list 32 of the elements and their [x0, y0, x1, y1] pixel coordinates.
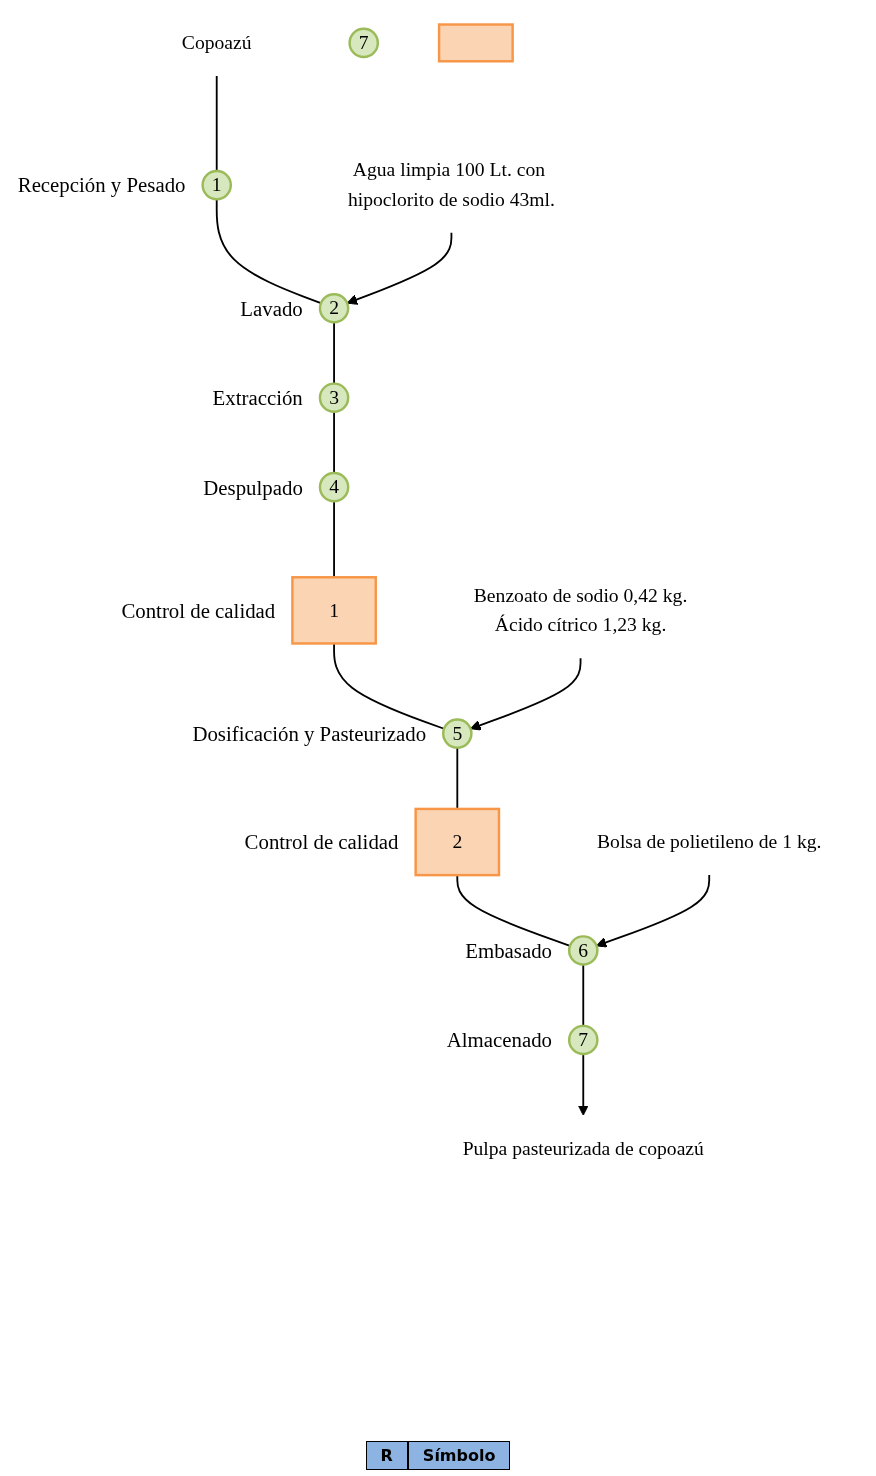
node-text: Benzoato de sodio 0,42 kg. Ácido cítrico 1,23 kg.	[473, 584, 688, 635]
step-name: Almacenado	[446, 1028, 552, 1053]
node-text: Copoazú	[181, 31, 252, 53]
node-text: Agua limpia 100 Lt. con hipoclorito de sodio 43ml.	[347, 159, 555, 210]
arrow	[596, 874, 711, 948]
node-circle: 1	[201, 169, 233, 201]
node-text: Pulpa pasteurizada de copoazú	[462, 1137, 704, 1159]
table-header: R	[365, 1441, 408, 1470]
node-circle: 4	[318, 471, 350, 503]
step-name: Control de calidad	[244, 830, 399, 855]
step-name: Control de calidad	[121, 598, 276, 623]
node-text: Bolsa de polietileno de 1 kg.	[597, 830, 822, 852]
node-circle: 7	[567, 1024, 599, 1056]
step-name: Despulpado	[203, 475, 303, 500]
node-circle: 2	[318, 292, 350, 324]
step-name: Extracción	[212, 386, 303, 411]
node-circle: 6	[567, 935, 599, 966]
node-box: 2	[414, 807, 501, 877]
node-circle: 5	[442, 718, 473, 749]
step-name: Dosificación y Pasteurizado	[192, 721, 427, 746]
node-box: 1	[291, 576, 377, 645]
table-header: Símbolo	[407, 1441, 511, 1470]
arrow	[346, 231, 453, 305]
arrow	[577, 1053, 589, 1116]
node-box	[437, 23, 514, 63]
arrow	[470, 657, 582, 731]
connector	[215, 75, 218, 172]
step-name: Embasado	[465, 938, 552, 963]
node-circle: 3	[318, 382, 350, 414]
node-circle: 7	[348, 27, 380, 59]
step-name: Recepción y Pesado	[17, 173, 186, 198]
step-name: Lavado	[240, 296, 303, 321]
